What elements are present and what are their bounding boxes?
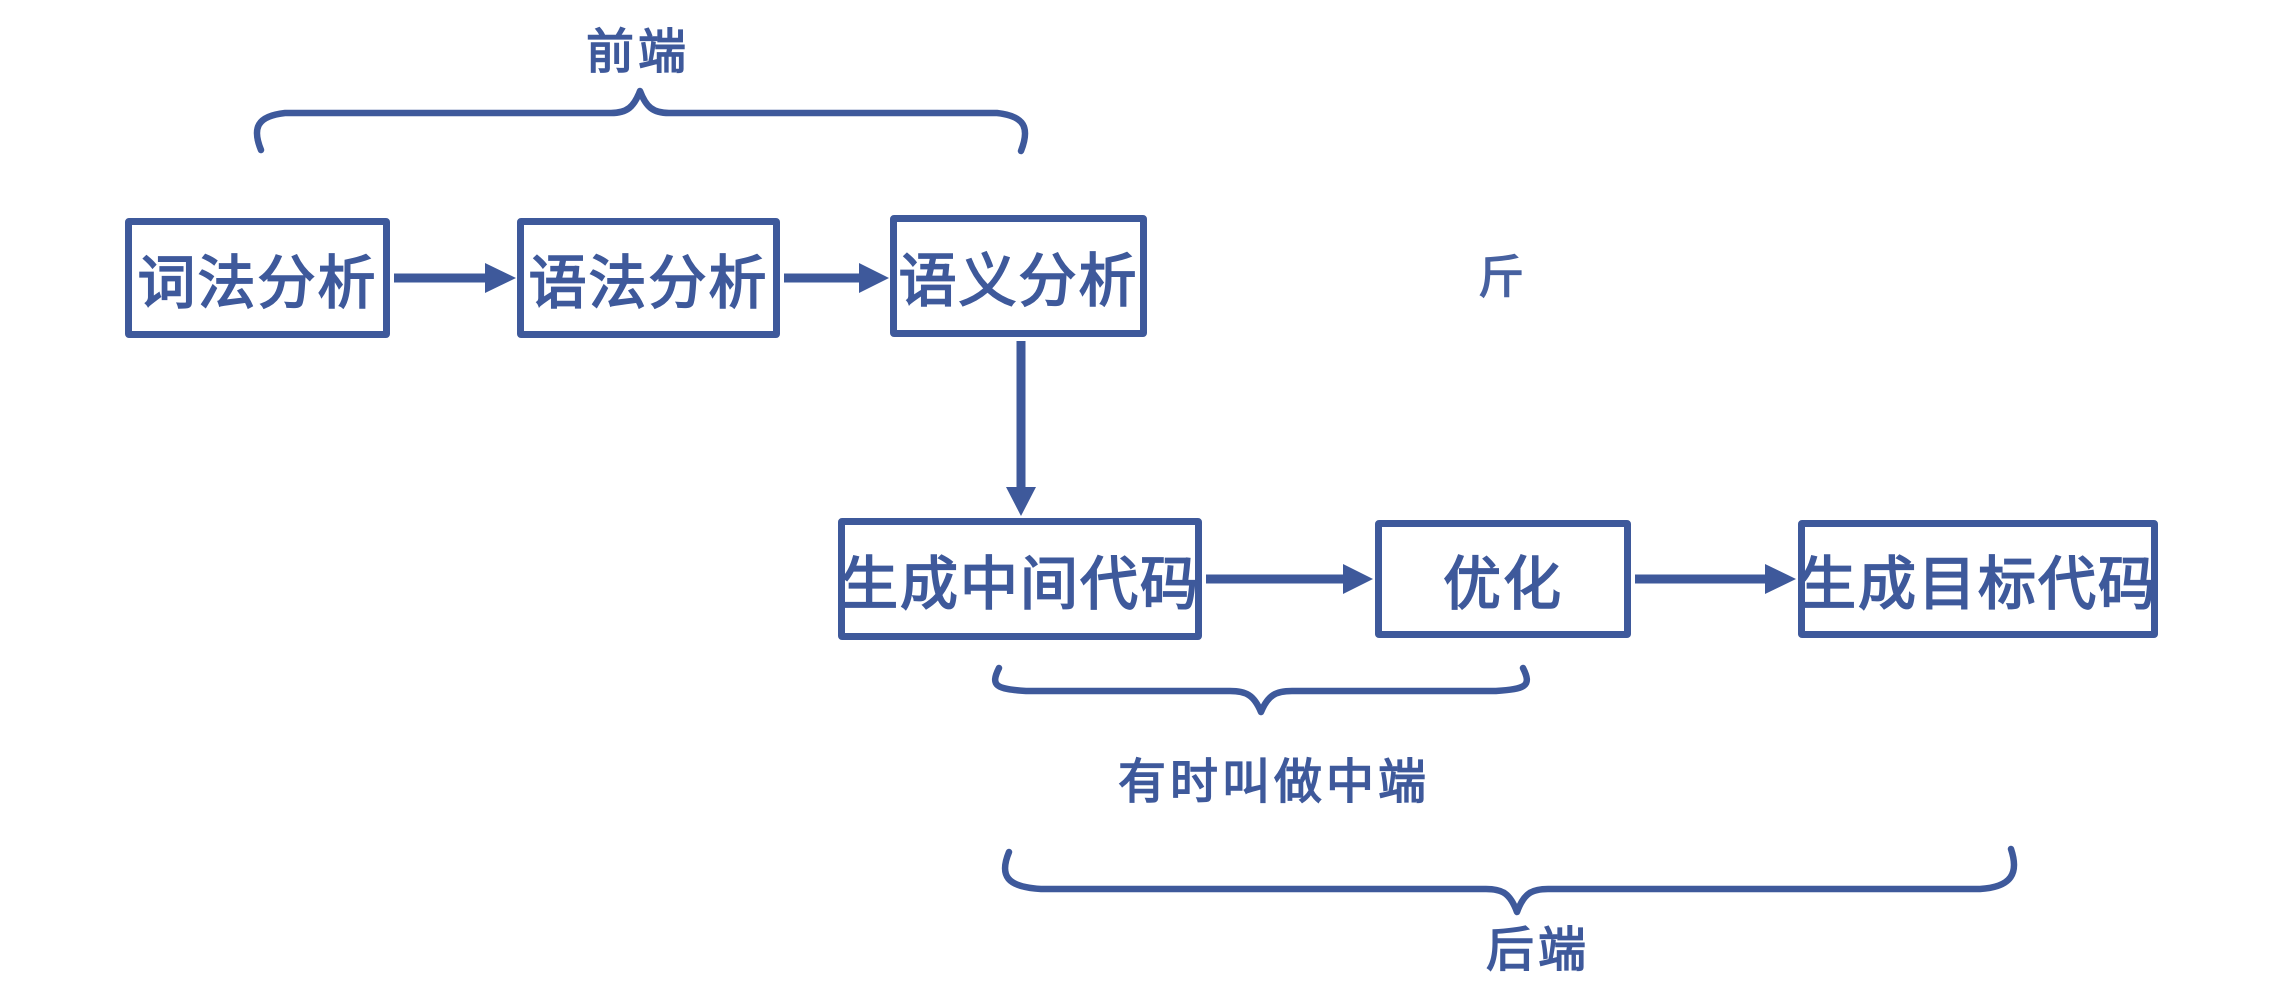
middle-end-brace	[991, 664, 1531, 716]
arrow-semantic-to-ir	[1006, 341, 1036, 516]
node-syntax-analysis: 语法分析	[517, 218, 780, 338]
back-end-label: 后端	[1486, 922, 1591, 978]
node-semantic-analysis: 语义分析	[890, 215, 1147, 337]
arrow-lexical-to-syntax	[394, 263, 516, 293]
back-end-brace	[1001, 845, 2018, 916]
node-optimization: 优化	[1375, 520, 1631, 638]
front-end-label: 前端	[585, 24, 690, 80]
arrow-ir-to-optimize	[1206, 564, 1373, 594]
node-lexical-analysis: 词法分析	[125, 218, 390, 338]
stray-mark: 斤	[1478, 250, 1524, 304]
middle-end-label: 有时叫做中端	[1118, 754, 1431, 810]
arrow-optimize-to-target	[1635, 564, 1796, 594]
node-generate-intermediate-code: 生成中间代码	[838, 518, 1202, 640]
arrow-syntax-to-semantic	[784, 263, 889, 293]
front-end-brace	[253, 87, 1029, 155]
node-generate-target-code: 生成目标代码	[1798, 520, 2158, 638]
